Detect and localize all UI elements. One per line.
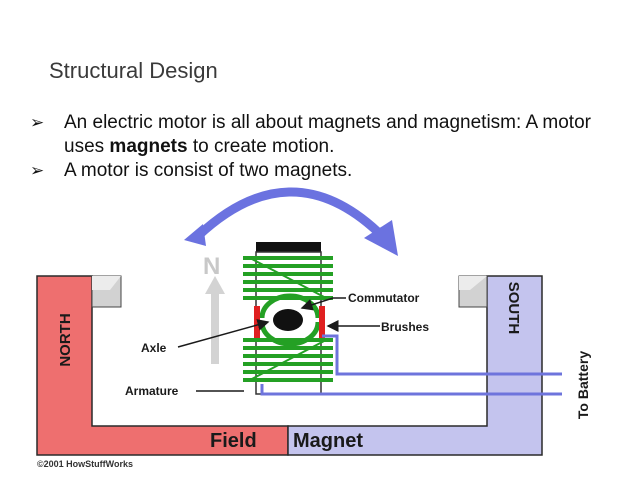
commutator-label: Commutator bbox=[348, 291, 420, 305]
north-label: NORTH bbox=[57, 313, 74, 366]
battery-wires bbox=[260, 334, 562, 396]
north-direction-arrow-icon bbox=[205, 276, 225, 364]
copyright-label: ©2001 HowStuffWorks bbox=[37, 459, 133, 469]
arrowhead-bullet-icon: ➢ bbox=[30, 113, 45, 132]
armature-label: Armature bbox=[125, 384, 179, 398]
south-pole-magnet bbox=[287, 275, 543, 456]
bullet-text-2: A motor is consist of two magnets. bbox=[64, 160, 353, 181]
brushes-label: Brushes bbox=[381, 320, 429, 334]
field-magnet bbox=[36, 275, 543, 456]
bullet-item-two-magnets: ➢ A motor is consist of two magnets. bbox=[30, 159, 630, 183]
right-brush bbox=[319, 306, 325, 338]
lower-coil bbox=[243, 338, 333, 382]
left-brush bbox=[254, 306, 260, 338]
commutator bbox=[259, 293, 321, 347]
bullet-text-1a: An electric motor is all about magnets a… bbox=[64, 112, 591, 157]
axle bbox=[273, 309, 303, 331]
n-pole-label: N bbox=[203, 253, 220, 280]
field-label: Field bbox=[210, 430, 257, 452]
axle-label: Axle bbox=[141, 341, 167, 355]
slide-title: Structural Design bbox=[49, 58, 218, 83]
rotation-arrow-icon bbox=[184, 187, 398, 256]
bullet-text-1b: to create motion. bbox=[187, 136, 335, 157]
bullet-item-motor-magnets: ➢ An electric motor is all about magnets… bbox=[30, 111, 630, 159]
bullet-list: ➢ An electric motor is all about magnets… bbox=[30, 111, 630, 183]
battery-label: To Battery bbox=[575, 351, 591, 419]
arrowhead-bullet-icon: ➢ bbox=[30, 161, 45, 180]
magnet-label: Magnet bbox=[293, 430, 363, 452]
callout-lines bbox=[177, 297, 380, 392]
bullet-text-1-bold: magnets bbox=[109, 136, 188, 157]
south-label: SOUTH bbox=[505, 282, 522, 335]
